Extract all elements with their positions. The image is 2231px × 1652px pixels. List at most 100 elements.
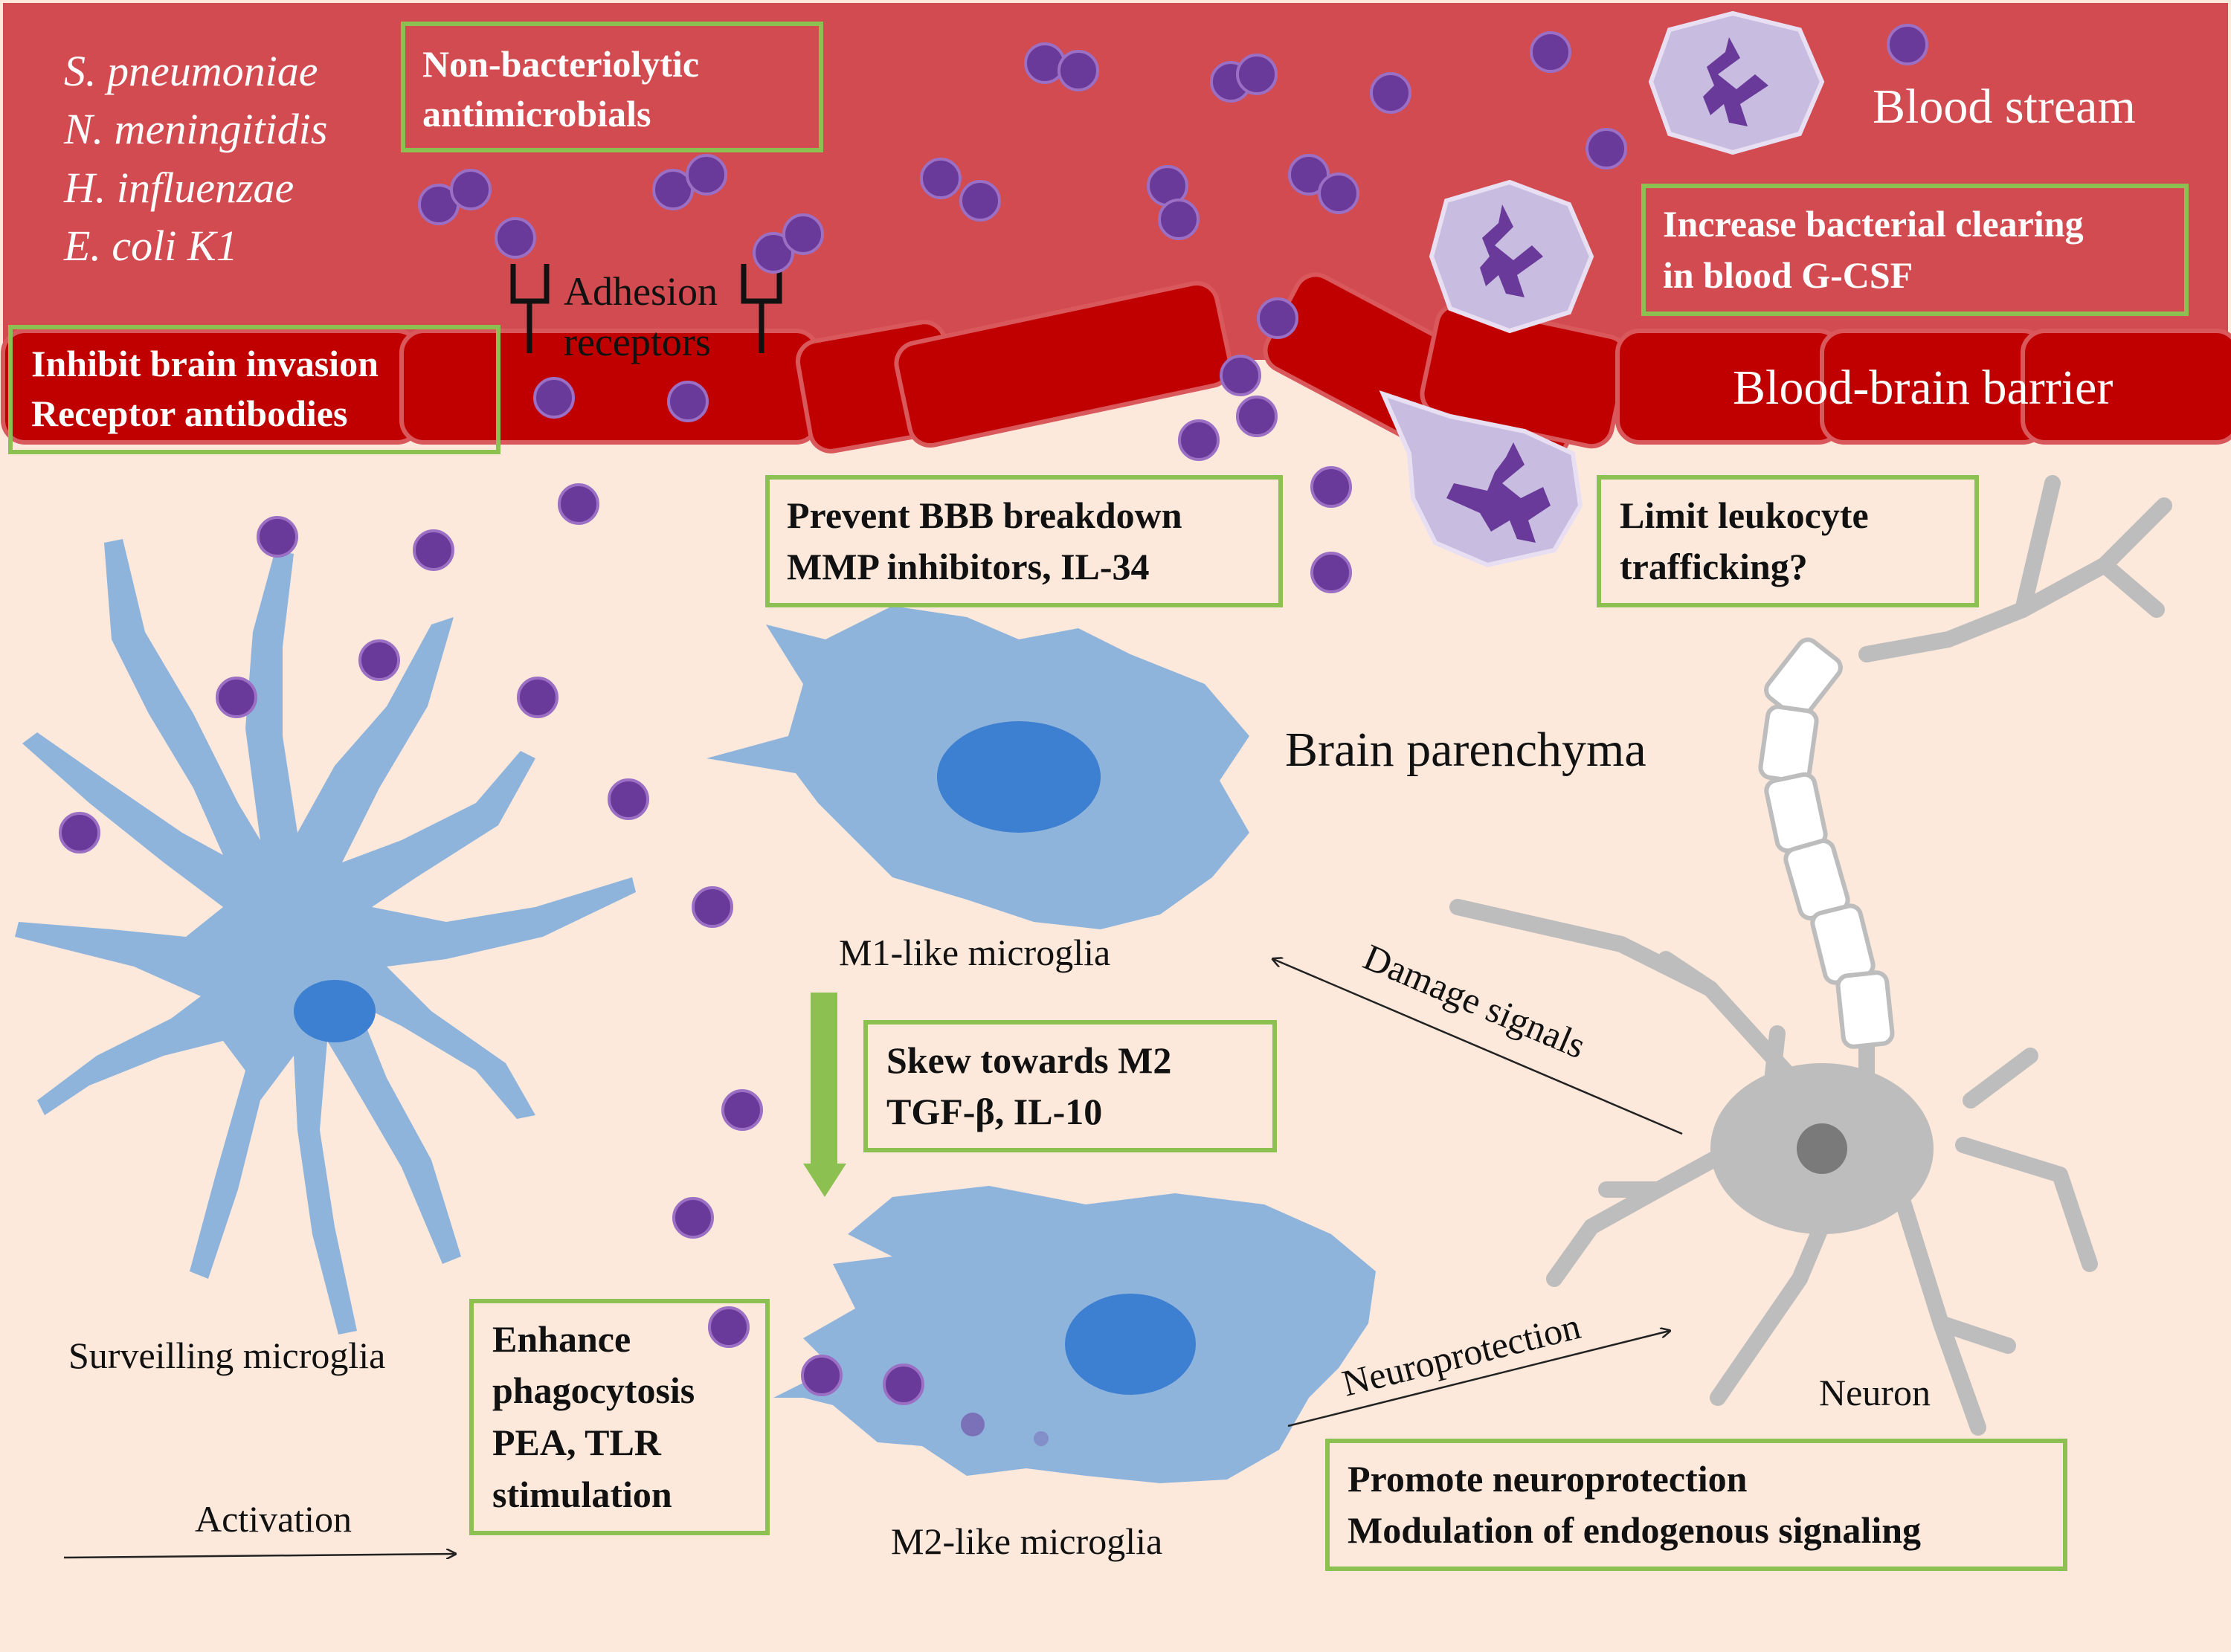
m1-label: M1-like microglia — [839, 932, 1110, 973]
bacterium — [672, 1197, 714, 1239]
m1-microglia — [706, 606, 1249, 929]
bacterium — [1178, 419, 1220, 461]
adhesion-receptor-symbols — [510, 264, 782, 353]
svg-text:trafficking?: trafficking? — [1620, 546, 1808, 587]
svg-text:PEA, TLR: PEA, TLR — [492, 1422, 662, 1463]
bacterium — [450, 169, 492, 210]
bacterium — [495, 217, 536, 259]
m2-microglia — [773, 1186, 1376, 1483]
bacterium — [517, 677, 558, 718]
svg-text:Prevent BBB breakdown: Prevent BBB breakdown — [787, 494, 1182, 536]
bacterium — [708, 1306, 750, 1348]
species-label: S. pneumoniae — [64, 47, 318, 95]
bacterium — [1530, 31, 1571, 73]
bacterium — [1257, 297, 1298, 339]
species-label: H. influenzae — [63, 164, 294, 212]
bacterium — [1887, 24, 1928, 65]
svg-text:Enhance: Enhance — [492, 1318, 631, 1360]
box-non-bacteriolytic: Non-bacteriolytic antimicrobials — [401, 22, 823, 152]
bacterium — [920, 158, 962, 199]
species-label: E. coli K1 — [63, 222, 238, 270]
bacterium — [883, 1364, 924, 1405]
svg-text:stimulation: stimulation — [492, 1474, 672, 1515]
bacterium — [1236, 396, 1278, 437]
svg-text:Non-bacteriolytic: Non-bacteriolytic — [422, 43, 699, 85]
box-promote-neuroprotection: Promote neuroprotection Modulation of en… — [1325, 1439, 2067, 1571]
box-limit-leukocyte: Limit leukocyte trafficking? — [1597, 475, 1979, 607]
surveilling-microglia — [15, 539, 636, 1335]
bacterium — [1310, 552, 1352, 593]
bacterium — [1236, 54, 1278, 95]
neuron-label: Neuron — [1819, 1372, 1931, 1413]
bacterium — [59, 812, 100, 854]
bacterium — [608, 778, 649, 820]
bacterium — [533, 377, 575, 419]
svg-text:MMP inhibitors, IL-34: MMP inhibitors, IL-34 — [787, 546, 1150, 587]
bacterium — [753, 232, 794, 274]
bacteria-species-list: S. pneumoniae N. meningitidis H. influen… — [63, 47, 327, 270]
bacterium — [721, 1089, 763, 1131]
activation-label: Activation — [195, 1498, 352, 1540]
myelin-segment — [1835, 970, 1895, 1049]
svg-text:Adhesion: Adhesion — [564, 269, 718, 314]
receptor-icon — [510, 264, 550, 353]
leukocyte — [1648, 10, 1825, 155]
bacterium — [801, 1355, 843, 1396]
box-prevent-bbb: Prevent BBB breakdown MMP inhibitors, IL… — [765, 475, 1283, 607]
neuron-nucleus — [1797, 1123, 1847, 1174]
box-bacterial-clearing: Increase bacterial clearing in blood G-C… — [1641, 184, 2189, 316]
box-enhance-phagocytosis: Enhance phagocytosis PEA, TLR stimulatio… — [469, 1299, 770, 1535]
svg-text:Modulation of endogenous signa: Modulation of endogenous signaling — [1348, 1509, 1921, 1551]
svg-text:TGF-β, IL-10: TGF-β, IL-10 — [886, 1091, 1102, 1132]
svg-text:receptors: receptors — [564, 320, 711, 364]
bacterium — [667, 381, 709, 422]
nucleus — [294, 980, 376, 1042]
endothelial-cell — [894, 280, 1233, 448]
bacterium — [692, 886, 733, 928]
damage-signals-arrow — [1273, 959, 1683, 1135]
bacterium — [1158, 199, 1200, 240]
species-label: N. meningitidis — [63, 105, 327, 153]
parenchyma-label: Brain parenchyma — [1285, 723, 1646, 777]
svg-text:Receptor antibodies: Receptor antibodies — [31, 393, 347, 434]
bacterium — [1057, 50, 1099, 91]
svg-text:Skew towards M2: Skew towards M2 — [886, 1039, 1171, 1081]
bacterium — [413, 529, 454, 571]
neuroprotection-arrow — [1287, 1331, 1670, 1427]
bacterium — [1310, 466, 1352, 508]
nucleus — [937, 721, 1101, 833]
svg-text:in blood G-CSF: in blood G-CSF — [1663, 254, 1913, 296]
svg-text:antimicrobials: antimicrobials — [422, 93, 651, 135]
bacterium — [216, 677, 257, 718]
bacteria-layer — [59, 24, 1928, 1405]
bacterium — [686, 154, 727, 196]
bacterium — [1024, 42, 1066, 84]
leukocyte — [1379, 390, 1583, 568]
bacterium — [558, 483, 599, 525]
svg-text:phagocytosis: phagocytosis — [492, 1369, 695, 1411]
bacterium — [1288, 154, 1330, 196]
svg-text:Promote neuroprotection: Promote neuroprotection — [1348, 1458, 1748, 1500]
svg-text:Increase bacterial clearing: Increase bacterial clearing — [1663, 203, 2084, 245]
activation-arrow — [63, 1554, 455, 1558]
svg-text:Limit leukocyte: Limit leukocyte — [1620, 494, 1869, 536]
bacterium — [782, 213, 824, 255]
bacterium — [1585, 128, 1627, 170]
box-skew-m2: Skew towards M2 TGF-β, IL-10 — [863, 1020, 1277, 1152]
bbb-label: Blood-brain barrier — [1733, 361, 2113, 415]
myelin-segment — [1758, 704, 1819, 784]
neuron — [1449, 475, 2172, 1436]
bacterium — [358, 639, 400, 681]
phagocytosed-bacterium — [961, 1413, 985, 1436]
blood-stream-label: Blood stream — [1873, 80, 2136, 134]
bacterium — [1220, 355, 1261, 396]
m2-label: M2-like microglia — [891, 1520, 1162, 1562]
svg-text:Inhibit brain invasion: Inhibit brain invasion — [31, 343, 379, 384]
bacterium — [1370, 72, 1411, 114]
box-inhibit-invasion: Inhibit brain invasion Receptor antibodi… — [8, 325, 500, 454]
receptor-icon — [741, 264, 782, 353]
thin-arrows — [63, 959, 1683, 1558]
bacterium — [1318, 172, 1359, 214]
nucleus — [1065, 1294, 1196, 1395]
